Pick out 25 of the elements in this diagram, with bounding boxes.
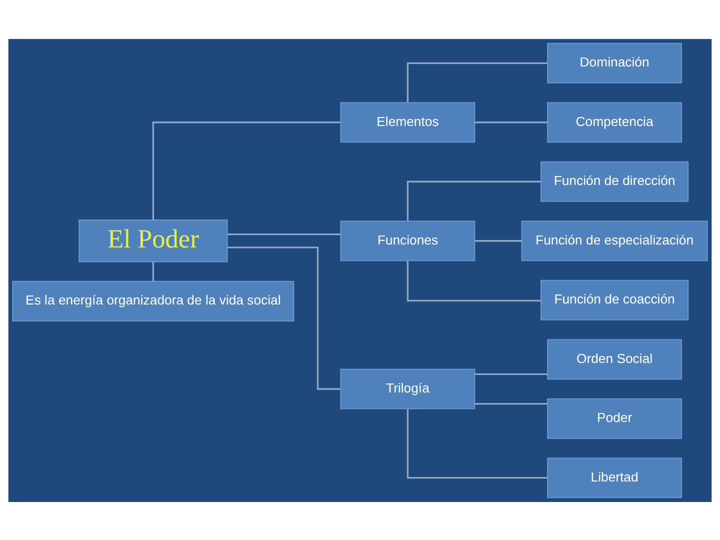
connector [406,180,541,220]
connector [406,408,548,478]
connector [474,121,548,123]
connector [406,62,548,102]
node-box: Elementos [340,102,476,142]
node-box: Función de coacción [540,279,689,320]
connector [152,261,154,281]
node-box: Libertad [547,457,682,498]
node-box: Trilogía [340,368,476,409]
node-box: Poder [547,398,682,438]
node-box: Es la energía organizadora de la vida social [12,280,294,322]
node-box: Función de especialización [521,220,708,261]
node-box: Orden Social [547,338,682,380]
connector [474,240,522,242]
connector [474,402,548,404]
node-box: Función de dirección [540,160,689,202]
connector [227,246,340,390]
connector [152,121,341,220]
node-box: Competencia [547,102,682,142]
connector [474,372,548,374]
node-box: Funciones [340,220,476,261]
node-box: Dominación [547,42,682,83]
connector [406,260,541,301]
node-box: El Poder [78,218,228,262]
connector [228,232,341,235]
